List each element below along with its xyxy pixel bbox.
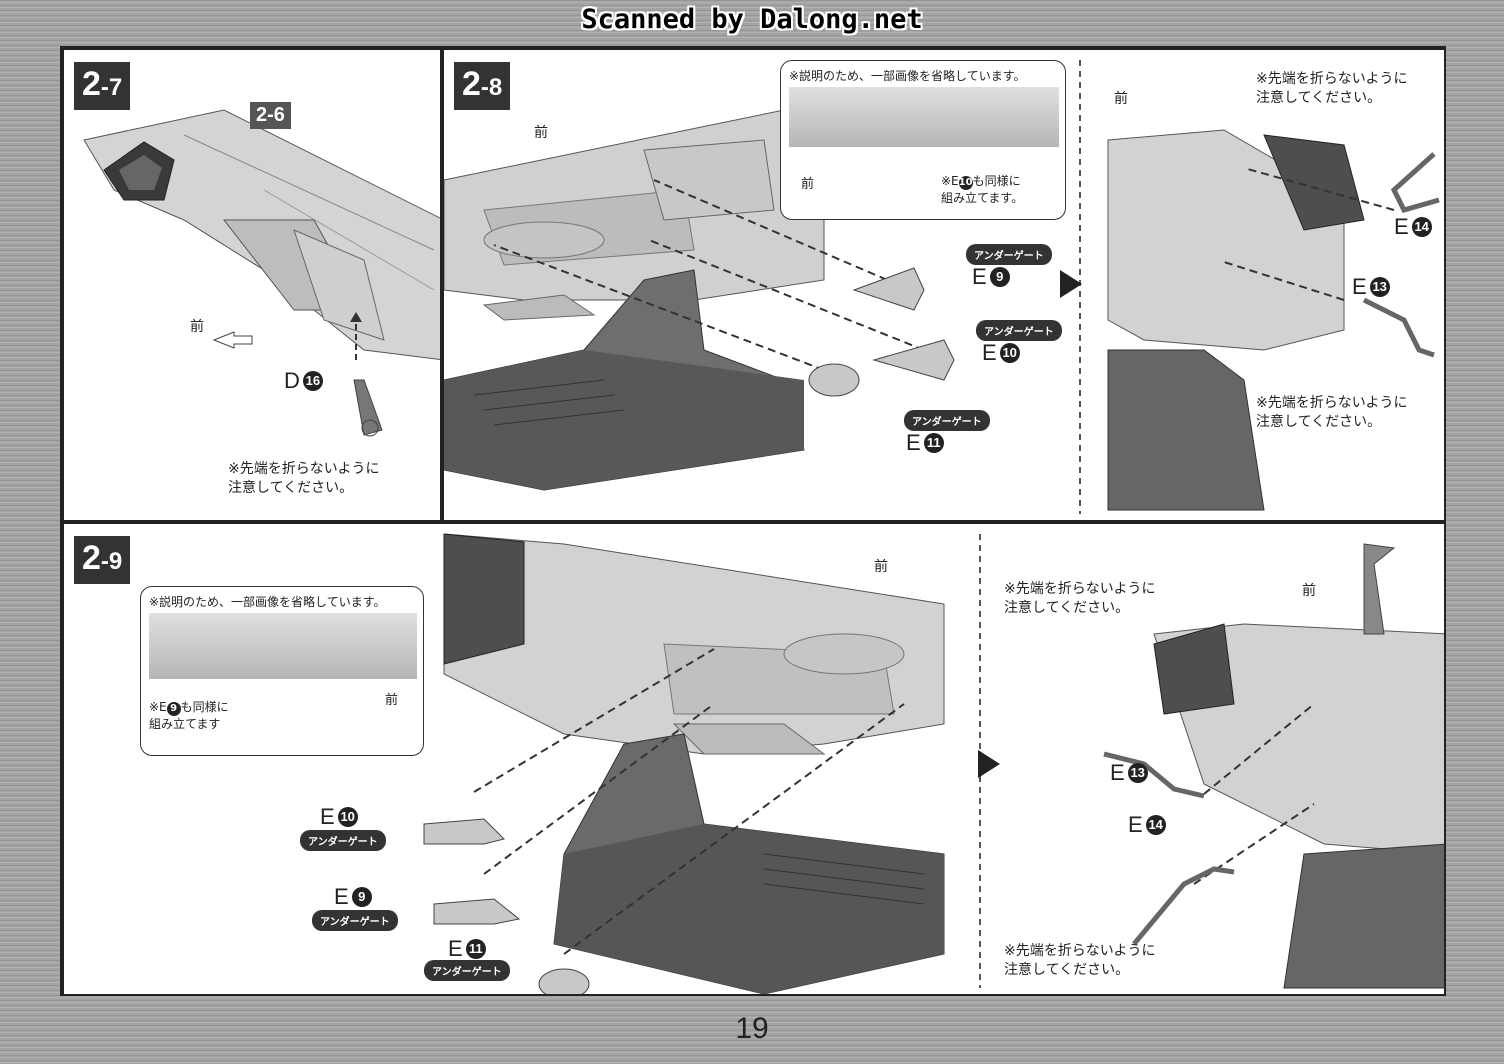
under-gate-label: アンダーゲート xyxy=(424,960,510,981)
caution-note: ※先端を折らないように 注意してください。 xyxy=(1004,581,1156,616)
under-gate-label: アンダーゲート xyxy=(300,830,386,851)
step-2-8-illustration xyxy=(444,60,1440,514)
front-direction-label: 前 xyxy=(190,319,204,335)
step-2-7-illustration xyxy=(83,109,440,437)
caution-note: ※先端を折らないように 注意してください。 xyxy=(228,461,380,496)
step-number-2-9: 2-9 xyxy=(74,536,131,584)
step-number-2-7: 2-7 xyxy=(74,62,131,110)
next-step-arrow xyxy=(1060,270,1082,298)
under-gate-label: アンダーゲート xyxy=(904,410,990,431)
inset-note: ※説明のため、一部画像を省略しています。 xyxy=(149,595,386,609)
scan-watermark: Scanned by Dalong.net xyxy=(581,4,923,35)
inset-note: ※説明のため、一部画像を省略しています。 xyxy=(789,69,1026,83)
page-number: 19 xyxy=(735,1012,769,1045)
caution-note: ※先端を折らないように 注意してください。 xyxy=(1256,395,1408,430)
front-direction-label: 前 xyxy=(1114,91,1128,107)
detail-inset: ※説明のため、一部画像を省略しています。 前 ※E10も同様に 組み立てます。 xyxy=(780,60,1066,220)
inset-photo xyxy=(789,87,1059,147)
step-2-8-panel: 2-8 前 ※説明のため、一部画像を省略しています。 前 ※E10も同様に 組み… xyxy=(442,48,1446,522)
step-2-9-illustration xyxy=(423,533,1444,994)
under-gate-label: アンダーゲート xyxy=(312,910,398,931)
step-ref-2-6: 2-6 xyxy=(250,102,291,129)
front-direction-label: 前 xyxy=(874,559,888,575)
front-direction-label: 前 xyxy=(385,693,399,708)
under-gate-label: アンダーゲート xyxy=(976,320,1062,341)
caution-note: ※先端を折らないように 注意してください。 xyxy=(1004,943,1156,978)
inset-photo xyxy=(149,613,417,679)
caution-note: ※先端を折らないように 注意してください。 xyxy=(1256,71,1408,106)
front-direction-label: 前 xyxy=(801,177,815,192)
next-step-arrow xyxy=(978,750,1000,778)
step-number-2-8: 2-8 xyxy=(454,62,511,110)
under-gate-label: アンダーゲート xyxy=(966,244,1052,265)
front-direction-label: 前 xyxy=(1302,583,1316,599)
inset-assembly-note: ※E10も同様に 組み立てます。 xyxy=(941,174,1024,205)
front-direction-label: 前 xyxy=(534,125,548,141)
